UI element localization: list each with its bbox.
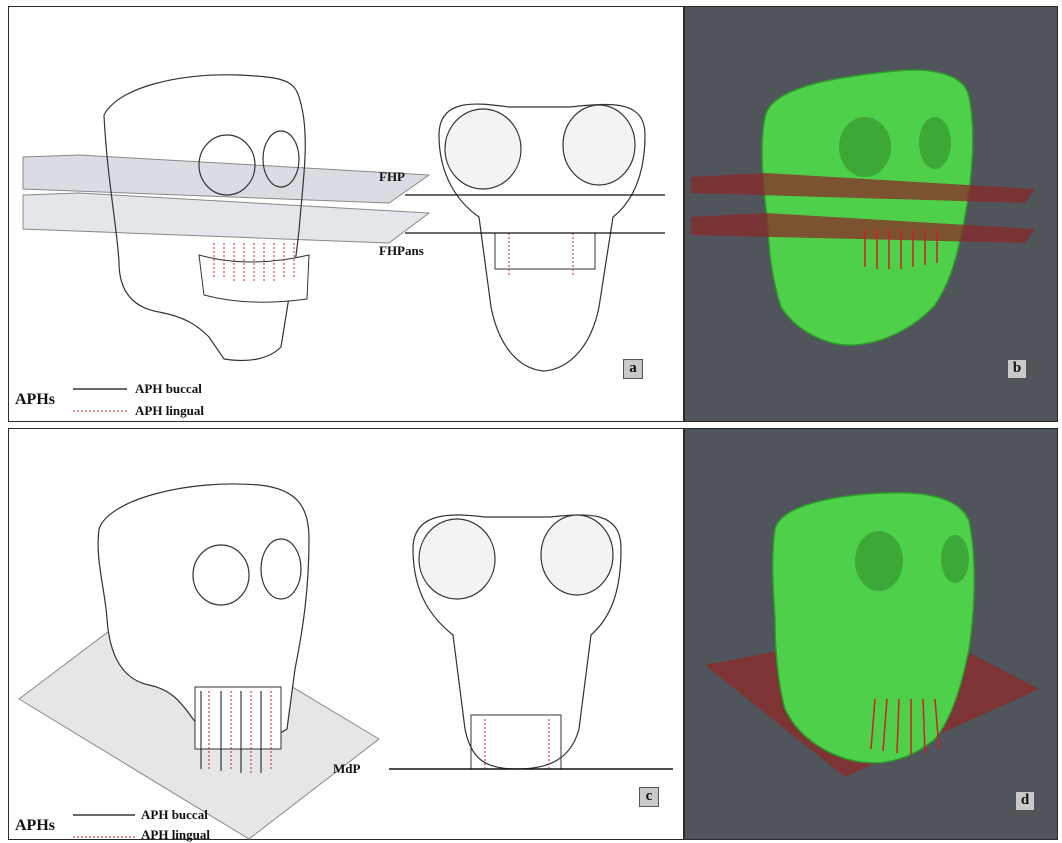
skull-3d-orbit-left bbox=[839, 117, 891, 177]
plane-label-fhp: FHP bbox=[379, 169, 405, 185]
legend-title-c: APHs bbox=[15, 817, 55, 835]
plane-label-mdp: MdP bbox=[333, 761, 360, 777]
skull-3d-orbit-right-d bbox=[941, 535, 969, 583]
panel-c-illustration bbox=[9, 429, 685, 841]
panel-b: b bbox=[684, 6, 1058, 422]
skull-3d-orbit-left-d bbox=[855, 531, 903, 591]
legend-lingual-label: APH lingual bbox=[135, 403, 204, 419]
frontal-orbit-right-c bbox=[541, 515, 613, 595]
plane-label-fhpans: FHPans bbox=[379, 243, 424, 259]
panel-d-3d-render bbox=[685, 429, 1059, 841]
lateral-teeth bbox=[199, 255, 309, 302]
panel-tag-d: d bbox=[1015, 791, 1035, 811]
frontal-orbit-right bbox=[563, 105, 635, 185]
panel-c: MdP c APHs APH buccal APH lingual bbox=[8, 428, 684, 840]
frontal-aph-lines bbox=[509, 233, 573, 277]
panel-d: d bbox=[684, 428, 1058, 840]
frontal-orbit-left bbox=[445, 109, 521, 189]
skull-3d-orbit-right bbox=[919, 117, 951, 169]
panel-tag-a: a bbox=[623, 359, 643, 379]
oblique-teeth bbox=[195, 687, 281, 749]
panel-tag-b: b bbox=[1007, 359, 1027, 379]
panel-b-3d-render bbox=[685, 7, 1059, 423]
frontal-orbit-left-c bbox=[419, 519, 495, 599]
legend-title: APHs bbox=[15, 391, 55, 409]
skull-3d-model bbox=[762, 70, 973, 345]
panel-a: FHP FHPans a APHs APH buccal APH lingual bbox=[8, 6, 684, 422]
panel-tag-c: c bbox=[639, 787, 659, 807]
legend-buccal-label-c: APH buccal bbox=[141, 807, 208, 823]
legend-buccal-label: APH buccal bbox=[135, 381, 202, 397]
panel-a-illustration bbox=[9, 7, 685, 423]
frontal-maxilla bbox=[495, 233, 595, 269]
